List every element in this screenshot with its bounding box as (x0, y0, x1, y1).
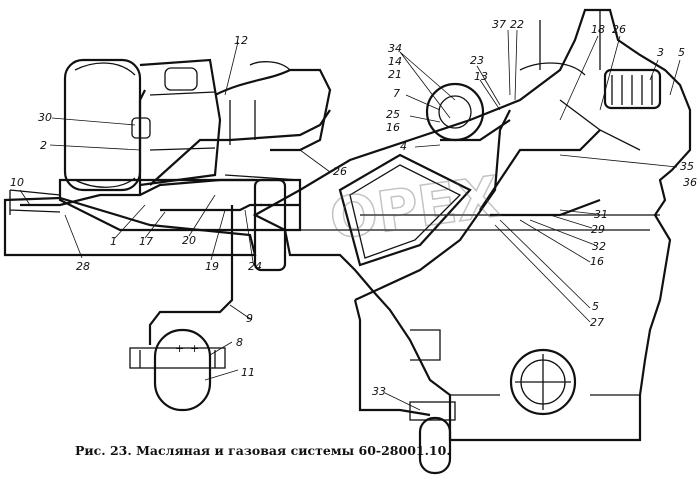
callout-13: 13 (474, 70, 488, 83)
callout-21: 21 (388, 68, 402, 81)
callout-5-top: 5 (678, 46, 685, 59)
callout-16-top: 16 (386, 121, 400, 134)
right-filter (409, 401, 456, 475)
callout-35: 35 (680, 160, 694, 173)
svg-text:+: + (175, 342, 184, 355)
callout-34: 34 (388, 42, 402, 55)
callout-3: 3 (657, 46, 664, 59)
callout-10: 10 (10, 176, 24, 189)
callout-26-right: 26 (612, 23, 626, 36)
callout-14: 14 (388, 55, 402, 68)
oil-lines (20, 89, 601, 417)
engine-block (252, 8, 692, 442)
callout-8: 8 (236, 336, 243, 349)
callout-28: 28 (76, 260, 90, 273)
callout-1: 1 (110, 235, 117, 248)
callout-32: 32 (592, 240, 606, 253)
callout-2: 2 (40, 139, 47, 152)
figure-caption: Рис. 23. Масляная и газовая системы 60-2… (75, 443, 451, 458)
callout-27: 27 (590, 316, 604, 329)
callout-26-left: 26 (333, 165, 347, 178)
callout-16-bottom: 16 (590, 255, 604, 268)
callout-23: 23 (470, 54, 484, 67)
callout-11: 11 (241, 366, 255, 379)
callout-37: 37 (492, 18, 506, 31)
callout-30: 30 (38, 111, 52, 124)
callout-5-bottom: 5 (592, 300, 599, 313)
callout-31: 31 (594, 208, 608, 221)
callout-22: 22 (510, 18, 524, 31)
callout-29: 29 (591, 223, 605, 236)
callout-17: 17 (139, 235, 153, 248)
callout-36: 36 (683, 176, 697, 189)
svg-text:+: + (190, 342, 199, 355)
callout-labels: 12 30 2 10 28 1 17 20 19 24 9 8 11 26 4 … (10, 18, 697, 398)
callout-12: 12 (234, 34, 248, 47)
callout-9: 9 (246, 312, 253, 325)
callout-4: 4 (400, 140, 407, 153)
callout-20: 20 (182, 234, 196, 247)
callout-25: 25 (386, 108, 400, 121)
callout-19: 19 (205, 260, 219, 273)
turbocharger (3, 58, 332, 272)
leader-lines (19, 29, 681, 411)
oil-filter: ++ (129, 328, 226, 412)
callout-7: 7 (393, 87, 400, 100)
callout-24: 24 (248, 260, 262, 273)
valve-cover-right (425, 68, 662, 142)
callout-33: 33 (372, 385, 386, 398)
watermark-text: OPEX (326, 165, 503, 253)
watermark: OPEX (325, 164, 504, 254)
callout-18: 18 (591, 23, 605, 36)
